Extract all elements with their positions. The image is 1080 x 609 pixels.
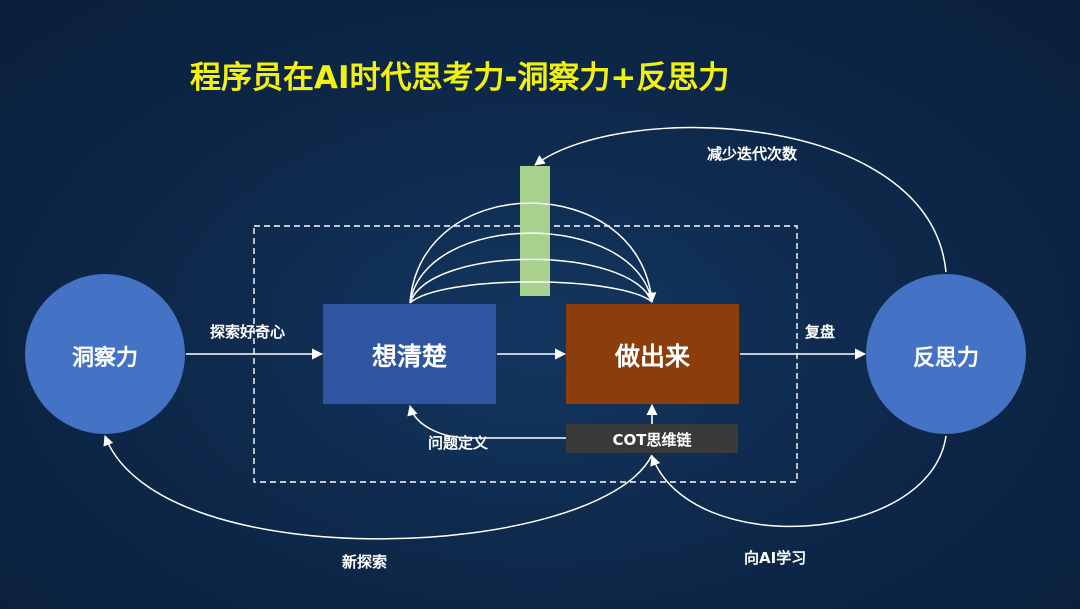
learn-from-ai-label: 向AI学习	[744, 549, 807, 567]
do-it-box	[566, 304, 739, 404]
new-exploration-label: 新探索	[342, 553, 388, 571]
cot-box	[566, 424, 738, 453]
page-title: 程序员在AI时代思考力-洞察力+反思力	[190, 60, 730, 96]
reflection-label: 反思力	[912, 346, 979, 371]
do-it-label: 做出来	[614, 342, 690, 371]
reflection-circle	[866, 274, 1026, 434]
reduce-iterations-label: 减少迭代次数	[707, 145, 798, 163]
think-clearly-label: 想清楚	[371, 342, 447, 371]
arc-over-1	[409, 202, 657, 304]
arc-problem-definition	[407, 404, 566, 439]
think-clearly-box	[323, 304, 496, 404]
problem-definition-label: 问题定义	[428, 434, 489, 452]
arc-over-2	[409, 232, 653, 304]
arc-new-exploration	[103, 435, 653, 540]
insight-circle	[25, 274, 185, 434]
cot-label: COT思维链	[612, 431, 692, 449]
explore-curiosity-label: 探索好奇心	[210, 323, 286, 341]
arc-over-4	[409, 281, 653, 304]
arc-reduce-iterations	[534, 126, 947, 273]
green-bar	[520, 166, 550, 296]
insight-label: 洞察力	[71, 346, 138, 371]
review-label: 复盘	[805, 323, 836, 341]
arc-over-3	[409, 258, 653, 304]
arc-learn-from-ai	[650, 435, 947, 528]
